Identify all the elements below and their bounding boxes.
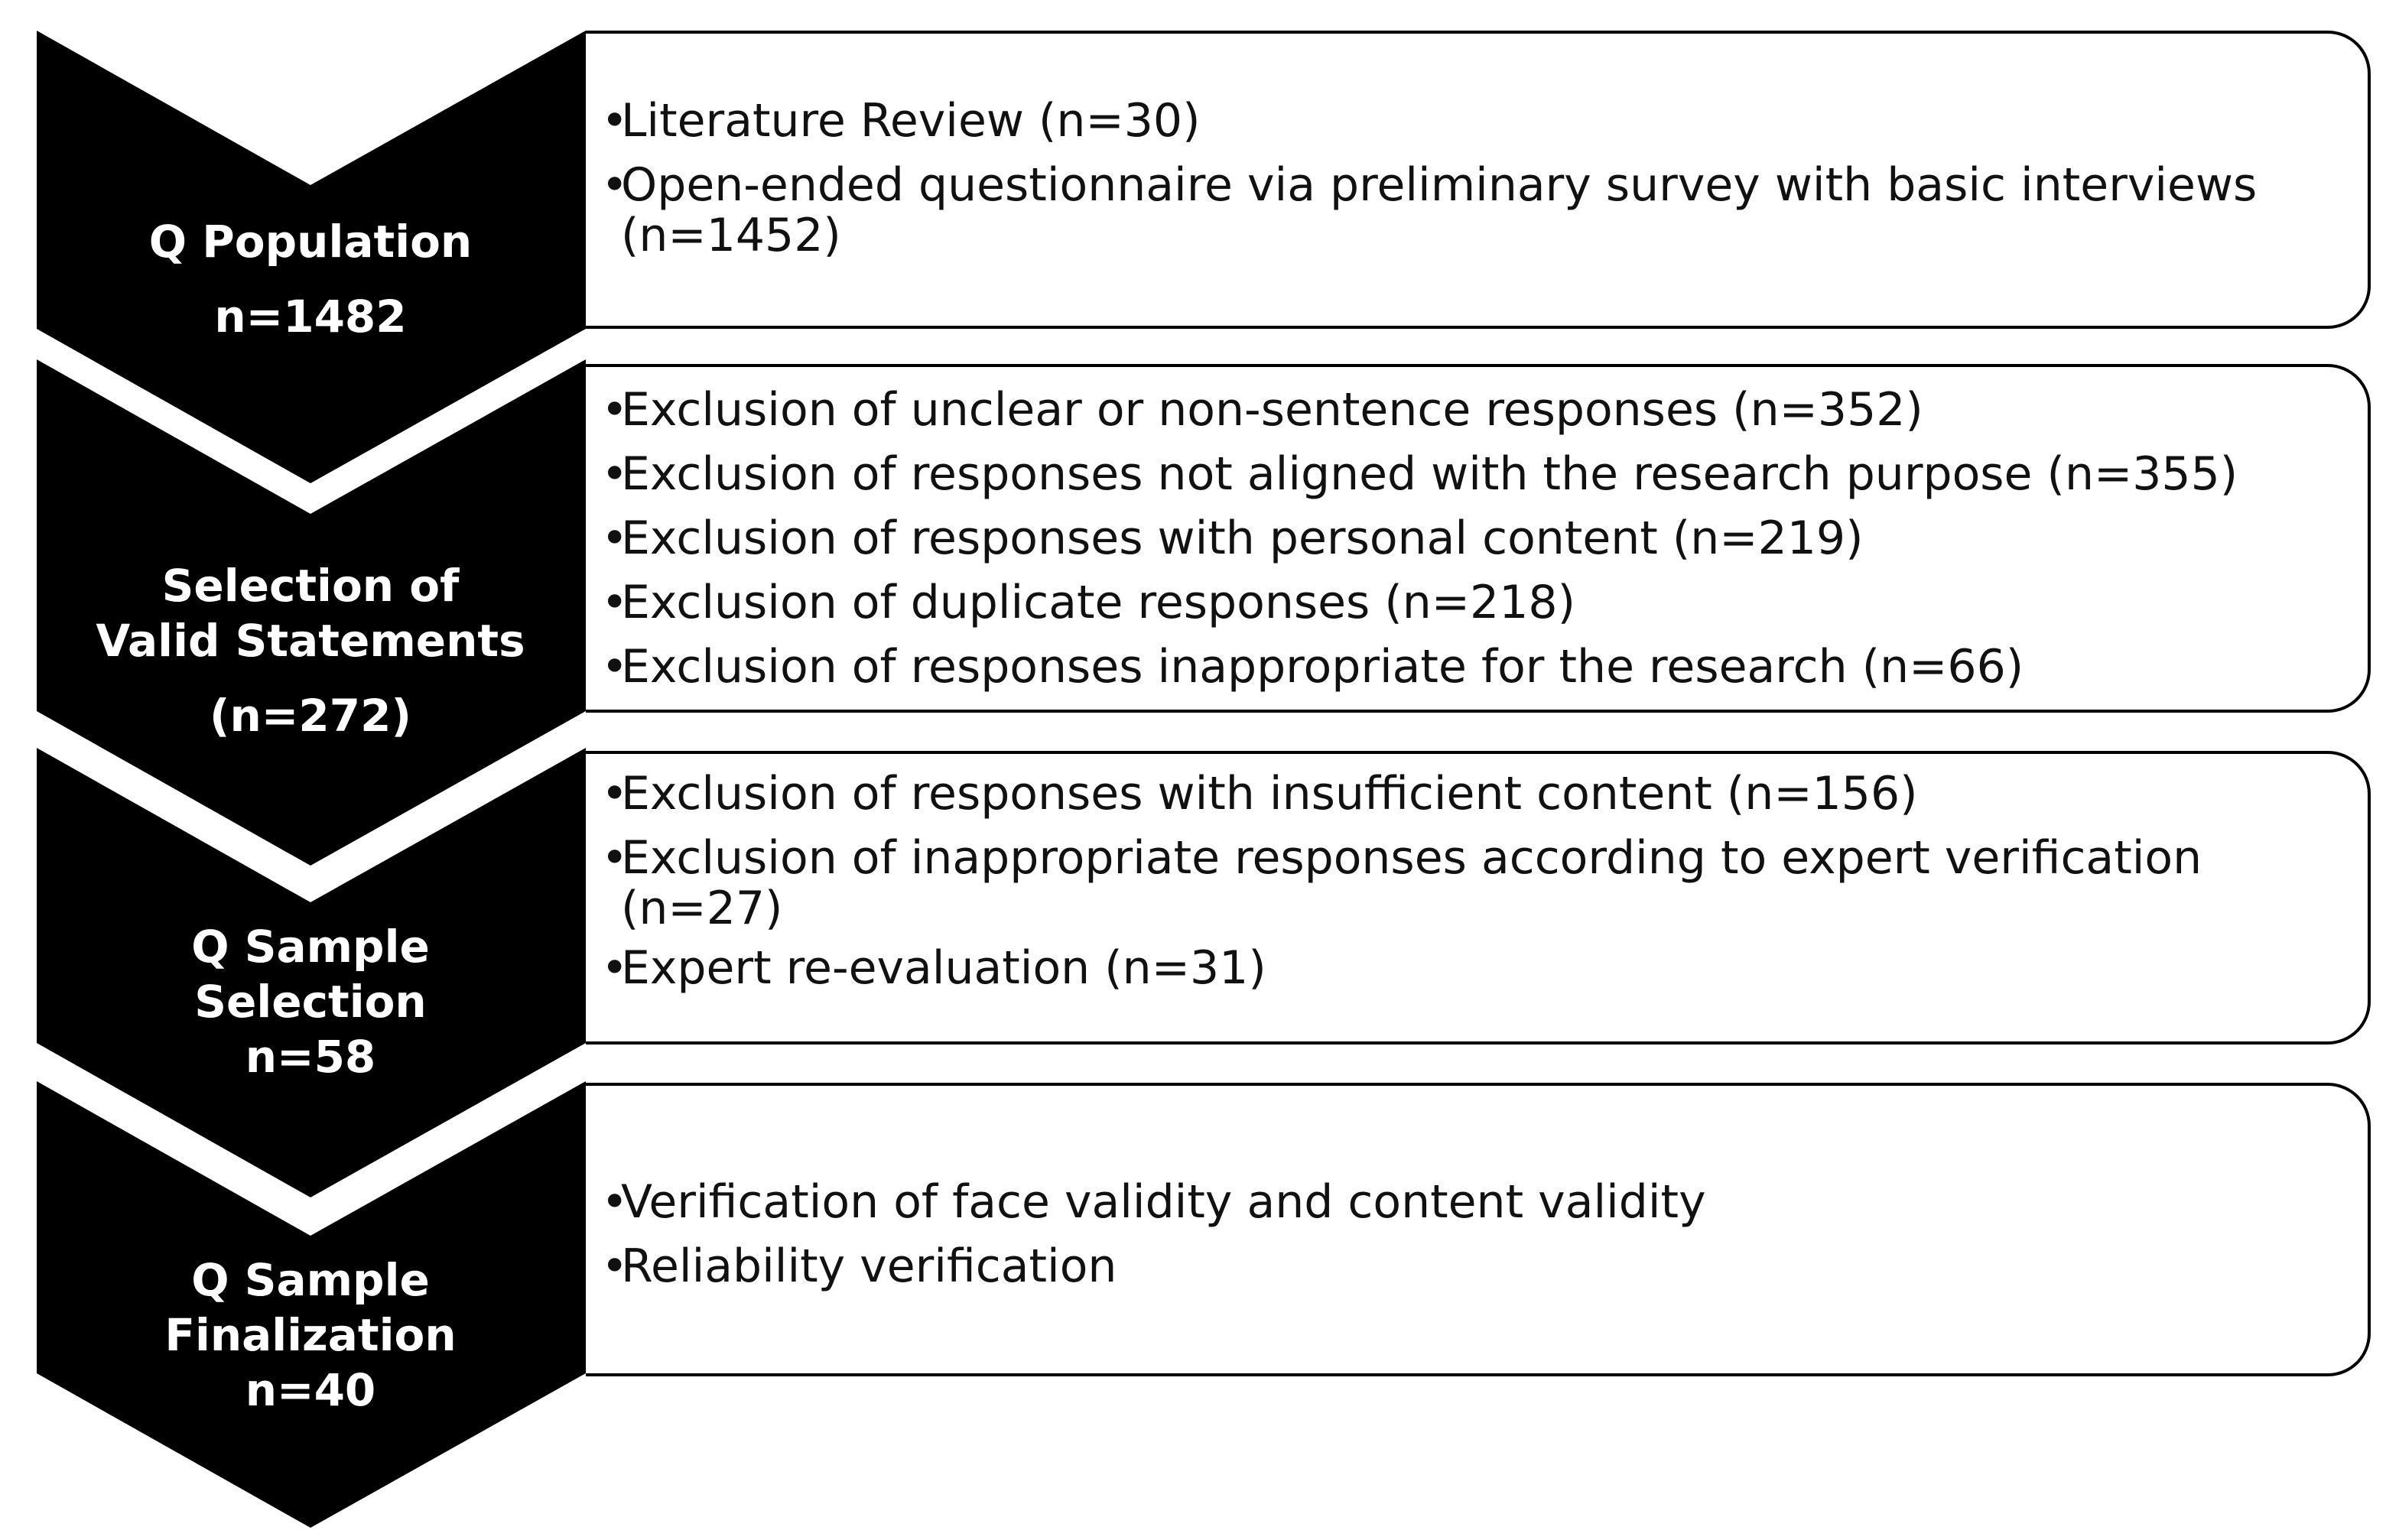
bullet-glyph: • [601, 512, 629, 565]
stage-4-title-line-2: Finalization [164, 1309, 457, 1361]
stage-2-bullet-5: • Exclusion of responses inappropriate f… [601, 635, 2345, 699]
stage-4-title: Q Sample Finalization n=40 [37, 1251, 584, 1419]
bullet-text-continued: (n=27) [621, 882, 783, 935]
stage-2-title: Selection of Valid Statements (n=272) [37, 547, 584, 754]
bullet-text: Exclusion of inappropriate responses acc… [621, 831, 2202, 885]
stage-2-bullet-4: • Exclusion of duplicate responses (n=21… [601, 570, 2345, 635]
stage-4-bullet-2: • Reliability verification [601, 1234, 2345, 1298]
stage-2-title-line-1: Selection of [161, 560, 460, 612]
chevron-stage-1 [37, 31, 586, 483]
bullet-glyph: • [601, 576, 629, 629]
bullet-glyph: • [601, 447, 629, 501]
bullet-glyph: • [601, 941, 629, 995]
chevron-stage-2 [37, 359, 586, 866]
stage-2-bullet-1: • Exclusion of unclear or non-sentence r… [601, 378, 2345, 442]
stage-1-title-line-1: Q Population [148, 216, 473, 268]
bullet-text: Exclusion of responses inappropriate for… [621, 640, 2024, 694]
bullet-glyph: • [601, 831, 629, 885]
bullet-glyph: • [601, 1239, 629, 1293]
stage-3-title-line-3: n=58 [245, 1031, 376, 1083]
bullet-glyph: • [601, 383, 629, 437]
chevron-stage-4 [37, 1081, 586, 1528]
bullet-text: Open-ended questionnaire via preliminary… [621, 158, 2258, 212]
stage-3-bullet-3: • Expert re-evaluation (n=31) [601, 936, 2345, 1000]
bullet-glyph: • [601, 94, 629, 148]
stage-2-title-line-2: Valid Statements [96, 615, 525, 667]
stage-3-bullet-2: • Exclusion of inappropriate responses a… [601, 826, 2345, 936]
stage-3-bullet-1: • Exclusion of responses with insufficie… [601, 762, 2345, 826]
bullet-text: Exclusion of duplicate responses (n=218) [621, 576, 1575, 629]
stage-3-detail-box: • Exclusion of responses with insufficie… [586, 751, 2371, 1045]
stage-2-bullet-2: • Exclusion of responses not aligned wit… [601, 442, 2345, 506]
stage-2-detail-box: • Exclusion of unclear or non-sentence r… [586, 364, 2371, 713]
chevron-stage-3 [37, 748, 586, 1197]
bullet-text: Exclusion of responses with insufficient… [621, 767, 1918, 820]
bullet-text-continued: (n=1452) [621, 209, 841, 262]
stage-1-bullet-1: • Literature Review (n=30) [601, 89, 2345, 153]
stage-2-bullet-3: • Exclusion of responses with personal c… [601, 506, 2345, 570]
stage-2-title-line-3: (n=272) [210, 690, 411, 742]
stage-3-title: Q Sample Selection n=58 [37, 918, 584, 1086]
bullet-text: Reliability verification [621, 1239, 1117, 1293]
bullet-text: Literature Review (n=30) [621, 94, 1201, 148]
bullet-text: Exclusion of responses with personal con… [621, 512, 1864, 565]
stage-1-title-line-2: n=1482 [214, 291, 407, 343]
stage-3-title-line-1: Q Sample [191, 921, 430, 973]
stage-4-title-line-1: Q Sample [191, 1254, 430, 1306]
bullet-glyph: • [601, 1175, 629, 1229]
stage-3-title-line-2: Selection [194, 976, 427, 1028]
bullet-glyph: • [601, 158, 629, 212]
stage-4-detail-box: • Verification of face validity and cont… [586, 1083, 2371, 1376]
bullet-text: Exclusion of unclear or non-sentence res… [621, 383, 1923, 437]
bullet-text: Exclusion of responses not aligned with … [621, 447, 2238, 501]
bullet-text: Expert re-evaluation (n=31) [621, 941, 1266, 995]
stage-4-bullet-1: • Verification of face validity and cont… [601, 1170, 2345, 1234]
stage-4-title-line-3: n=40 [245, 1364, 376, 1416]
stage-1-title: Q Population n=1482 [37, 206, 584, 352]
stage-1-detail-box: • Literature Review (n=30) • Open-ended … [586, 31, 2371, 329]
bullet-glyph: • [601, 640, 629, 694]
stage-1-bullet-2: • Open-ended questionnaire via prelimina… [601, 153, 2345, 263]
bullet-glyph: • [601, 767, 629, 820]
bullet-text: Verification of face validity and conten… [621, 1175, 1706, 1229]
